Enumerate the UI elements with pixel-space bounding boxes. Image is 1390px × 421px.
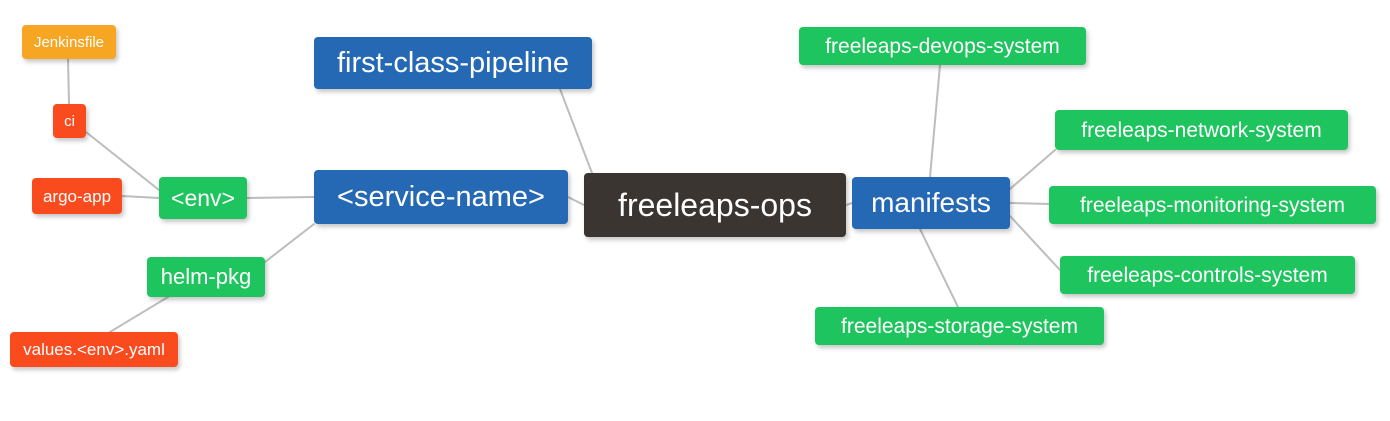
node-label: freeleaps-devops-system [825, 34, 1060, 58]
node-label: ci [64, 112, 75, 130]
node-label: manifests [871, 187, 991, 218]
mindmap-node-ci[interactable]: ci [53, 104, 86, 138]
edge-manifests-devops [929, 64, 941, 178]
mindmap-node-freeleaps-monitoring-system[interactable]: freeleaps-monitoring-system [1049, 186, 1376, 224]
node-label: <env> [171, 184, 235, 211]
node-label: values.<env>.yaml [23, 340, 165, 359]
mindmap-node-argo-app[interactable]: argo-app [32, 178, 122, 214]
edge-ci-jenkinsfile [67, 58, 70, 105]
node-label: freeleaps-storage-system [841, 314, 1078, 338]
node-label: first-class-pipeline [336, 46, 570, 79]
edge-service-helm [264, 223, 315, 263]
mindmap-node-freeleaps-controls-system[interactable]: freeleaps-controls-system [1060, 256, 1355, 294]
edge-manifests-network [1009, 149, 1056, 190]
node-label: Jenkinsfile [33, 33, 105, 51]
mindmap-node-manifests[interactable]: manifests [852, 177, 1010, 229]
mindmap-node-first-class-pipeline[interactable]: first-class-pipeline [314, 37, 592, 89]
node-label: helm-pkg [160, 264, 252, 289]
mindmap-node-env[interactable]: <env> [159, 177, 247, 219]
edge-ops-service [567, 196, 585, 206]
node-label: argo-app [42, 186, 112, 206]
node-label: <service-name> [337, 180, 545, 213]
edge-manifests-storage [919, 228, 959, 308]
mindmap-node-helm-pkg[interactable]: helm-pkg [147, 257, 265, 297]
edge-manifests-monitoring [1009, 202, 1050, 205]
node-label: freeleaps-monitoring-system [1080, 193, 1345, 217]
edge-service-env [246, 196, 315, 199]
edge-ops-pipeline [559, 88, 593, 174]
mindmap-node-freeleaps-ops[interactable]: freeleaps-ops [584, 173, 846, 237]
mindmap-node-values-env-yaml[interactable]: values.<env>.yaml [10, 332, 178, 367]
mindmap-node-freeleaps-network-system[interactable]: freeleaps-network-system [1055, 110, 1348, 150]
mindmap-node-service-name[interactable]: <service-name> [314, 170, 568, 224]
mindmap-node-freeleaps-storage-system[interactable]: freeleaps-storage-system [815, 307, 1104, 345]
node-label: freeleaps-controls-system [1087, 263, 1328, 287]
node-label: freeleaps-ops [618, 187, 812, 223]
mindmap-node-jenkinsfile[interactable]: Jenkinsfile [22, 25, 116, 59]
node-label: freeleaps-network-system [1081, 118, 1322, 142]
edge-env-argo [121, 195, 160, 199]
edge-helm-values [109, 296, 169, 333]
mindmap-node-freeleaps-devops-system[interactable]: freeleaps-devops-system [799, 27, 1086, 65]
edge-manifests-controls [1009, 215, 1061, 271]
